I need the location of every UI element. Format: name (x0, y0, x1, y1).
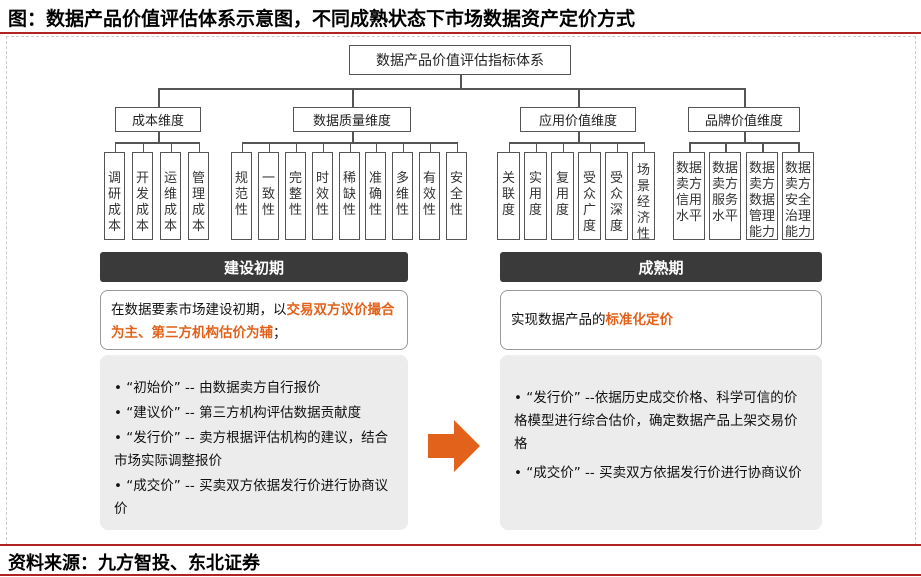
leaf-box: 规范性 (231, 152, 252, 240)
leaf-box: 完整性 (285, 152, 306, 240)
bullet: • “成交价” -- 买卖双方依据发行价进行协商议价 (514, 465, 802, 481)
left-summary-post: ； (273, 325, 287, 341)
bullet-text: “成交价” -- 买卖双方依据发行价进行协商议价 (526, 465, 802, 481)
connector (241, 142, 243, 152)
connector (402, 142, 404, 152)
leaf-box: 安全性 (446, 152, 467, 240)
leaf-box: 多维性 (392, 152, 413, 240)
bullet-text: “建议价” -- 第三方机构评估数据贡献度 (126, 405, 362, 421)
right-summary-pre: 实现数据产品的 (511, 312, 606, 328)
leaf-box: 稀缺性 (339, 152, 360, 240)
root-box: 数据产品价值评估指标体系 (349, 45, 571, 75)
connector (429, 142, 431, 152)
connector (535, 142, 537, 152)
connector (352, 132, 354, 142)
connector (578, 88, 580, 107)
connector (114, 142, 116, 152)
leaf-box: 一致性 (258, 152, 279, 240)
leaf-box: 时效性 (312, 152, 333, 240)
left-summary-highlight: 交易双方议价撮合为主、第三方机构估价为辅 (111, 302, 395, 341)
connector (578, 132, 580, 142)
bullet: • “建议价” -- 第三方机构评估数据贡献度 (114, 405, 362, 421)
leaf-box: 调研成本 (104, 152, 125, 240)
leaf-box: 数据卖方信用水平 (673, 152, 705, 240)
connector (158, 88, 745, 90)
connector (375, 142, 377, 152)
figure-title: 图：数据产品价值评估体系示意图，不同成熟状态下市场数据资产定价方式 (8, 8, 636, 30)
leaf-box: 复用度 (551, 152, 574, 240)
connector (616, 142, 618, 152)
leaf-box: 受众深度 (605, 152, 628, 240)
bottom-rule (0, 544, 921, 546)
connector (798, 142, 800, 152)
source-note: 资料来源：九方智投、东北证券 (8, 553, 260, 574)
leaf-box: 开发成本 (132, 152, 153, 240)
bottom-rule-2 (0, 574, 921, 576)
left-bullets: • “初始价” -- 由数据卖方自行报价 • “建议价” -- 第三方机构评估数… (100, 355, 408, 530)
connector (460, 75, 462, 89)
category-box: 应用价值维度 (520, 107, 636, 132)
connector (689, 142, 798, 144)
connector (508, 142, 510, 152)
left-summary-pre: 在数据要素市场建设初期，以 (111, 302, 287, 318)
connector (352, 88, 354, 107)
connector (198, 142, 200, 152)
connector (158, 132, 160, 142)
bullet-text: “发行价” -- 卖方根据评估机构的建议，结合市场实际调整报价 (114, 430, 389, 469)
bullet-text: “发行价” --依据历史成交价格、科学可信的价格模型进行综合估价，确定数据产品上… (514, 390, 798, 452)
right-bullets: • “发行价” --依据历史成交价格、科学可信的价格模型进行综合估价，确定数据产… (500, 355, 822, 530)
leaf-box: 数据卖方数据管理能力 (746, 152, 778, 240)
left-header: 建设初期 (100, 252, 408, 282)
category-box: 品牌价值维度 (688, 107, 800, 132)
category-box: 数据质量维度 (293, 107, 411, 132)
right-summary-highlight: 标准化定价 (605, 312, 674, 328)
leaf-box: 管理成本 (188, 152, 209, 240)
leaf-box: 场景经济性 (632, 152, 655, 242)
category-box: 成本维度 (115, 107, 201, 132)
connector (725, 142, 727, 152)
leaf-box: 有效性 (419, 152, 440, 240)
connector (241, 142, 457, 144)
leaf-box: 运维成本 (160, 152, 181, 240)
connector (456, 142, 458, 152)
top-rule (0, 32, 921, 34)
bullet-text: “成交价” -- 买卖双方依据发行价进行协商议价 (114, 478, 389, 517)
connector (689, 142, 691, 152)
connector (295, 142, 297, 152)
leaf-box: 准确性 (365, 152, 386, 240)
right-header: 成熟期 (500, 252, 822, 282)
connector (744, 88, 746, 107)
leaf-box: 数据卖方安全治理能力 (782, 152, 814, 240)
leaf-box: 关联度 (497, 152, 520, 240)
connector (762, 142, 764, 152)
connector (744, 132, 746, 142)
leaf-box: 数据卖方服务水平 (709, 152, 741, 240)
connector (268, 142, 270, 152)
connector (322, 142, 324, 152)
connector (170, 142, 172, 152)
connector (114, 142, 199, 144)
leaf-box: 受众广度 (578, 152, 601, 240)
bullet: • “成交价” -- 买卖双方依据发行价进行协商议价 (114, 478, 389, 517)
arrow-right-icon (428, 420, 480, 472)
left-summary: 在数据要素市场建设初期，以交易双方议价撮合为主、第三方机构估价为辅； (100, 290, 408, 350)
bullet: • “初始价” -- 由数据卖方自行报价 (114, 380, 321, 396)
bullet-text: “初始价” -- 由数据卖方自行报价 (126, 380, 321, 396)
connector (589, 142, 591, 152)
right-summary: 实现数据产品的标准化定价 (500, 290, 822, 350)
connector (158, 88, 160, 107)
connector (643, 142, 645, 152)
connector (142, 142, 144, 152)
connector (562, 142, 564, 152)
leaf-box: 实用度 (524, 152, 547, 240)
connector (508, 142, 644, 144)
bullet: • “发行价” -- 卖方根据评估机构的建议，结合市场实际调整报价 (114, 430, 389, 469)
bullet: • “发行价” --依据历史成交价格、科学可信的价格模型进行综合估价，确定数据产… (514, 390, 798, 452)
connector (349, 142, 351, 152)
